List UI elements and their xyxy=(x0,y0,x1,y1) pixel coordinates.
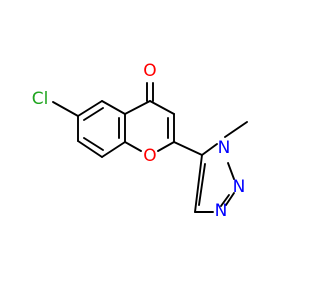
bond-n1-n2 xyxy=(227,162,235,180)
bond-c7-c8-double xyxy=(83,137,104,151)
triazole-n3-label: N xyxy=(215,201,228,221)
carbonyl-oxygen-label: O xyxy=(143,61,156,81)
bond-c8-c8a xyxy=(101,141,126,158)
bond-c5-c6-double xyxy=(83,107,104,121)
bond-n1-methyl xyxy=(224,121,248,138)
structure-drawing: Cl O O N N N xyxy=(32,61,248,221)
bond-c4-c3 xyxy=(149,100,175,115)
bond-c6-cl xyxy=(52,101,79,117)
bond-c7-c8 xyxy=(77,140,103,158)
bond-c4t-c5t-double xyxy=(198,163,206,206)
bond-c4a-c5 xyxy=(101,100,126,115)
bond-n2-n3 xyxy=(225,192,235,206)
bond-c5t-n1 xyxy=(201,143,218,156)
triazole-n2-label: N xyxy=(233,177,246,197)
chlorine-label: Cl xyxy=(32,89,49,109)
bond-o1-c8a xyxy=(124,141,142,152)
bond-c4a-c4 xyxy=(124,100,151,115)
bond-n2-n3-double xyxy=(220,194,230,207)
bond-c4t-c5t xyxy=(194,154,203,213)
ring-oxygen-label: O xyxy=(143,146,156,166)
triazole-n1-label: N xyxy=(218,138,231,158)
molecule-diagram: Cl O O N N N xyxy=(31,61,248,221)
bond-c2-c5t xyxy=(173,141,203,156)
bond-c5-c6 xyxy=(77,100,103,117)
bond-c2-o1 xyxy=(157,141,175,152)
